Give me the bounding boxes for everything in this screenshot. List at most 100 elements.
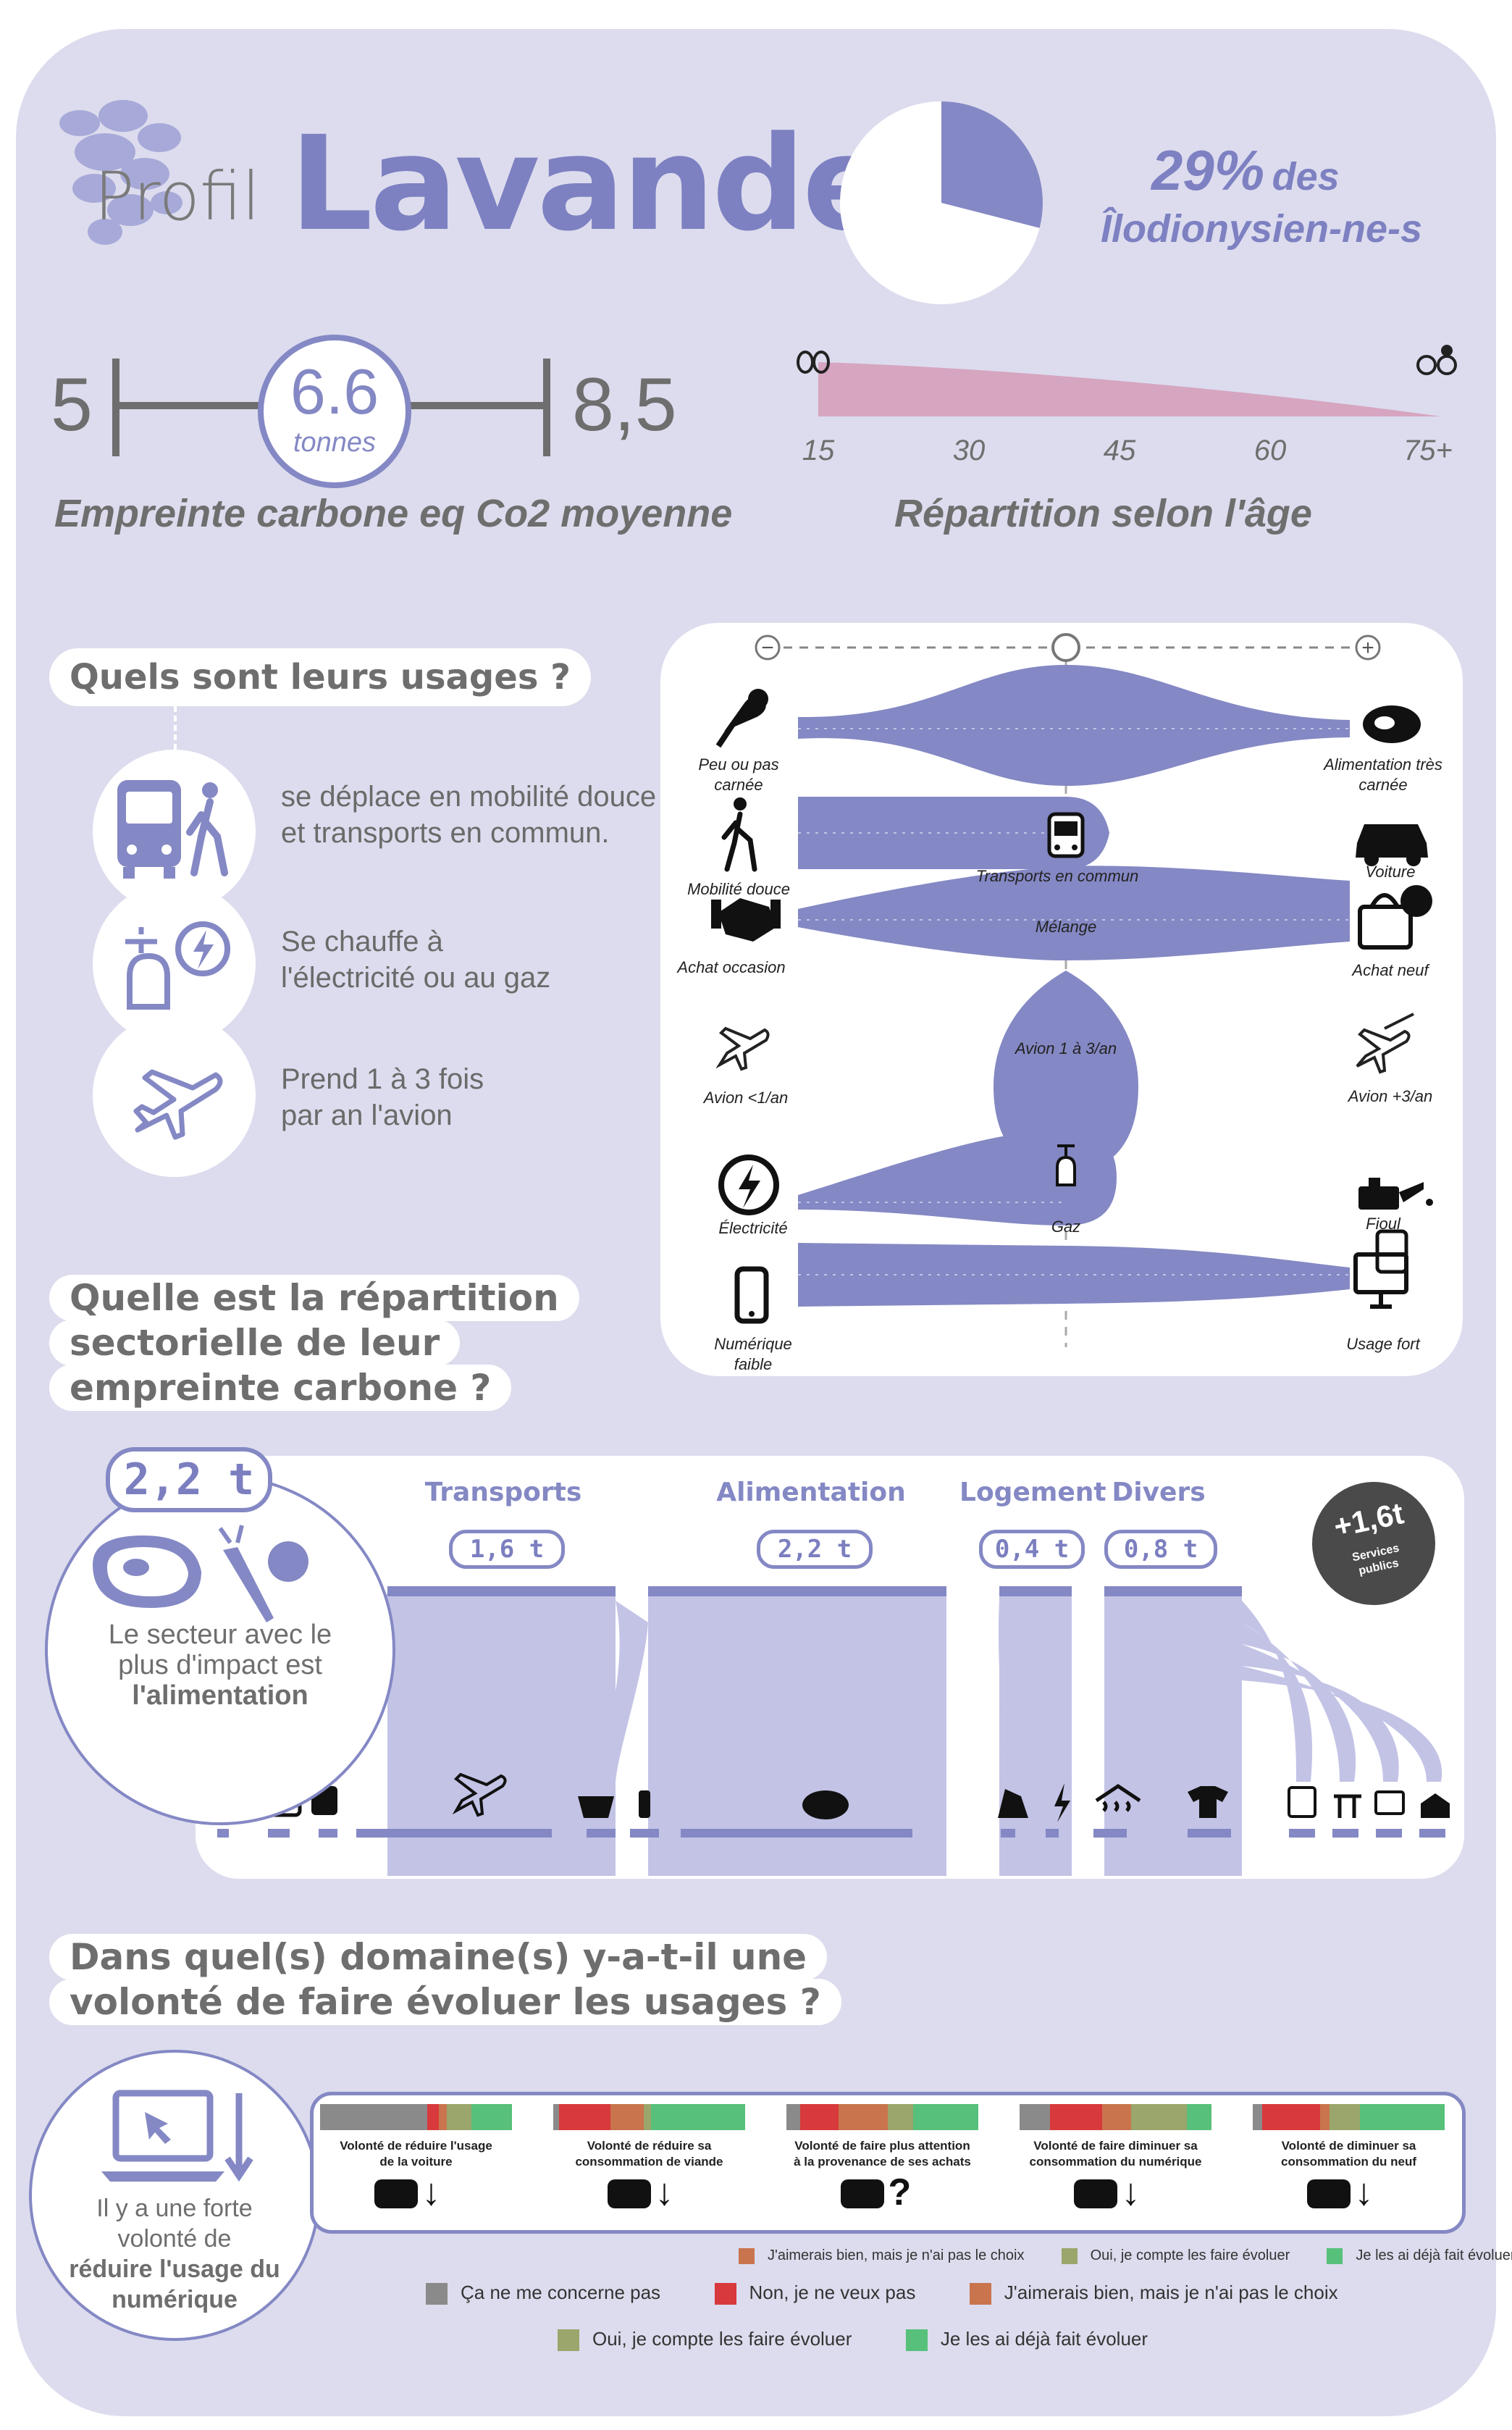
bar-4-segment-1 xyxy=(1262,2104,1320,2130)
elderly-face-icon xyxy=(1416,345,1457,375)
legend-small-swatch-4 xyxy=(1327,2247,1343,2264)
spectrum-right-4: Fioul xyxy=(1366,1215,1400,1233)
computer-icon xyxy=(1073,2179,1117,2208)
bar-4-segment-3 xyxy=(1330,2104,1361,2130)
footprint-value-circle xyxy=(258,335,411,488)
smartphone-icon xyxy=(734,1266,769,1324)
willingness-bar-3 xyxy=(1020,2104,1211,2130)
legend-swatch-0 xyxy=(426,2283,448,2305)
bar-0-segment-2 xyxy=(439,2104,447,2130)
sector-name-logement: Logement xyxy=(959,1478,1106,1507)
spectrum-right-0: Alimentation très carnée xyxy=(1324,755,1442,794)
sector-highlight-text-line1: Le secteur avec le xyxy=(108,1620,332,1650)
age-tick-75: 75+ xyxy=(1403,435,1453,466)
spectrum-minus-label: − xyxy=(761,636,774,660)
bar-3-segment-1 xyxy=(1050,2104,1102,2130)
willingness-bar-symbol-2: ? xyxy=(888,2171,912,2213)
bar-3-segment-4 xyxy=(1186,2104,1211,2130)
legend-label-3: Oui, je compte les faire évoluer xyxy=(592,2328,852,2350)
sector-highlight-value: 2,2 t xyxy=(106,1447,272,1512)
spectrum-center-marker xyxy=(1051,633,1080,662)
sankey-basket-icon xyxy=(578,1796,614,1818)
spectrum-minus-marker xyxy=(755,634,781,661)
sankey-bottle-icon xyxy=(639,1790,650,1818)
spectrum-mid-2: Mélange xyxy=(1035,918,1097,936)
share-suffix: des xyxy=(1272,155,1340,198)
callout-line4: numérique xyxy=(112,2286,238,2313)
bar-4-segment-0 xyxy=(1253,2104,1263,2130)
sector-name-alimentation: Alimentation xyxy=(716,1478,906,1507)
willingness-bar-symbol-1: ↓ xyxy=(655,2171,674,2213)
footprint-min: 5 xyxy=(51,363,93,447)
spectrum-plus-label: + xyxy=(1361,636,1374,660)
spectrum-right-1: Voiture xyxy=(1365,863,1416,881)
bar-2-segment-2 xyxy=(838,2104,889,2130)
oil-can-icon xyxy=(1358,1178,1433,1210)
spectrum-right-5: Usage fort xyxy=(1346,1335,1420,1353)
spectrum-plus-marker xyxy=(1355,634,1381,661)
sankey-boxes-icon xyxy=(1421,1793,1450,1818)
meat-icon xyxy=(607,2179,651,2208)
sector-value-alimentation: 2,2 t xyxy=(757,1530,873,1569)
meat-vegetables-icon xyxy=(93,1525,308,1622)
new-item-icon xyxy=(1306,2179,1351,2208)
sankey-plane-icon xyxy=(452,1772,507,1817)
legend-label-4: Je les ai déjà fait évoluer xyxy=(940,2328,1148,2350)
gas-electricity-icon xyxy=(125,921,230,1010)
bar-1-segment-3 xyxy=(643,2104,652,2130)
bus-walking-icon xyxy=(117,780,228,879)
plane-small-icon xyxy=(715,1026,770,1071)
willingness-bar-label-1-line1: Volonté de réduire sa xyxy=(587,2139,712,2153)
usage-mobility-line2: et transports en commun. xyxy=(281,817,610,849)
willingness-bar-1 xyxy=(553,2104,745,2130)
car-icon xyxy=(1356,824,1428,866)
bar-3-segment-3 xyxy=(1130,2104,1187,2130)
willingness-bar-2 xyxy=(786,2104,978,2130)
willingness-title-line1: Dans quel(s) domaine(s) y-a-t-il une xyxy=(49,1934,828,1980)
spectrum-right-3: Avion +3/an xyxy=(1348,1087,1433,1105)
willingness-bar-label-0-line1: Volonté de réduire l'usage xyxy=(340,2139,492,2153)
legend-swatch-1 xyxy=(714,2283,736,2305)
planes-icon xyxy=(1356,1013,1414,1074)
vegetable-icon xyxy=(715,689,768,748)
share-pie-chart xyxy=(840,101,1043,304)
legend-swatch-4 xyxy=(905,2329,928,2352)
sankey-bars xyxy=(217,1586,1445,1838)
willingness-title-line2: volonté de faire évoluer les usages ? xyxy=(49,1979,841,2025)
legend-small-label-3: Oui, je compte les faire évoluer xyxy=(1090,2247,1290,2263)
share-line: 29% des xyxy=(1151,138,1340,204)
sector-name-transports: Transports xyxy=(424,1478,582,1507)
legend-swatch-3 xyxy=(558,2329,579,2352)
bar-4-segment-2 xyxy=(1319,2104,1330,2130)
willingness-bar-label-4-line1: Volonté de diminuer sa xyxy=(1281,2139,1416,2153)
willingness-bar-label-3-line2: consommation du numérique xyxy=(1029,2155,1202,2169)
willingness-bar-label-1-line2: consommation de viande xyxy=(575,2155,723,2169)
willingness-bar-label-2-line2: à la provenance de ses achats xyxy=(794,2155,971,2169)
spectrum-left-4: Électricité xyxy=(718,1219,788,1237)
legend-small-row: J'aimerais bien, mais je n'ai pas le cho… xyxy=(739,2247,1512,2264)
sector-highlight-text-line3: l'alimentation xyxy=(132,1680,308,1711)
legend-label-2: J'aimerais bien, mais je n'ai pas le cho… xyxy=(1004,2282,1338,2303)
legend-swatch-2b xyxy=(969,2283,991,2305)
bar-1-segment-0 xyxy=(553,2104,559,2130)
sector-highlight-text-line2: plus d'impact est xyxy=(118,1650,322,1680)
spectrum-left-5: Numérique faible xyxy=(714,1335,792,1373)
sankey-heating-icon xyxy=(1095,1783,1141,1812)
willingness-bar-label-4-line2: consommation du neuf xyxy=(1281,2155,1416,2169)
sankey-meat-icon xyxy=(802,1790,849,1819)
electricity-icon xyxy=(718,1155,779,1215)
usages-connector xyxy=(174,706,177,750)
age-tick-45: 45 xyxy=(1103,435,1136,466)
sector-name-divers: Divers xyxy=(1112,1478,1206,1507)
shape-centerlines xyxy=(798,728,1350,1275)
sankey-furniture-icon xyxy=(1334,1794,1361,1818)
bar-1-segment-1 xyxy=(558,2104,611,2130)
sankey-construction-icon xyxy=(998,1789,1028,1818)
computer-down-icon xyxy=(101,2090,253,2182)
willingness-bar-symbol-4: ↓ xyxy=(1354,2171,1374,2213)
profile-word: Profil xyxy=(94,158,261,235)
sector-title-line2: sectorielle de leur xyxy=(49,1320,461,1366)
sankey-electricity-icon xyxy=(1054,1783,1070,1822)
legend-small-label-2: J'aimerais bien, mais je n'ai pas le cho… xyxy=(768,2247,1025,2263)
